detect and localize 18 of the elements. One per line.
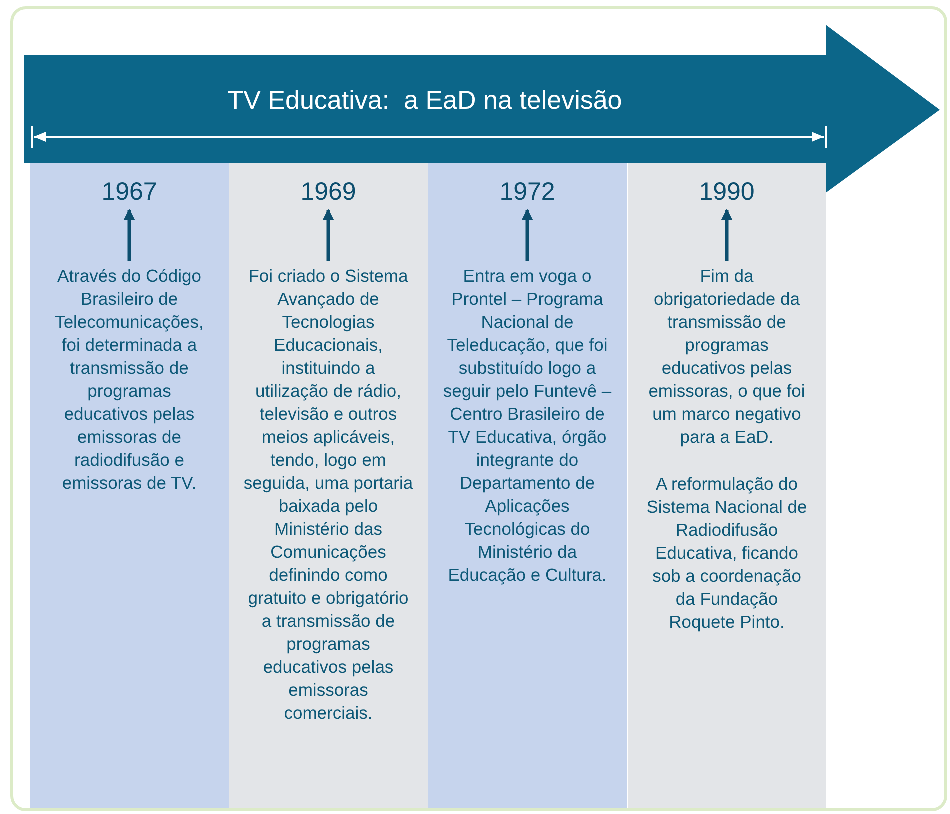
timeline-column	[628, 163, 826, 808]
description-text: Entra em voga o Prontel – Programa Nacional de Teleducação, que foi substituído logo a seguir pelo Funtevê – Centro Brasileiro de TV Educativa, órgão integrante do Departamento de Aplicações Tecnológicas do Ministério da Educação e Cultura.	[442, 265, 613, 587]
timeline-column	[428, 163, 627, 808]
arrow	[522, 208, 534, 261]
arrow	[721, 208, 733, 261]
year-label: 1990	[628, 177, 826, 207]
description-text: Fim da obrigatoriedade da transmissão de programas educativos pelas emissoras, o que foi um marco negativo para a EaD.	[648, 265, 806, 449]
arrow	[124, 208, 136, 261]
timeline-column	[229, 163, 428, 808]
description-text: Através do Código Brasileiro de Telecomunicações, foi determinada a transmissão de programas educativos pelas emissoras de radiodifusão e emissoras de TV.	[54, 265, 205, 495]
year-label: 1967	[30, 177, 229, 207]
arrow	[322, 208, 334, 261]
title: TV Educativa: a EaD na televisão	[226, 85, 624, 116]
description-text: Foi criado o Sistema Avançado de Tecnologias Educacionais, instituindo a utilização de rádio, televisão e outros meios aplicáveis, tendo, logo em seguida, uma portaria baixada pelo Ministério das Comunicações definindo como gratuito e obrigatório a transmissão de programas educativos pelas emissoras comerciais.	[243, 265, 414, 725]
description-text: A reformulação do Sistema Nacional de Radiodifusão Educativa, ficando sob a coordenação da Fundação Roquete Pinto.	[646, 473, 808, 634]
year-label: 1969	[229, 177, 428, 207]
year-label: 1972	[428, 177, 627, 207]
timeline-column	[30, 163, 229, 808]
